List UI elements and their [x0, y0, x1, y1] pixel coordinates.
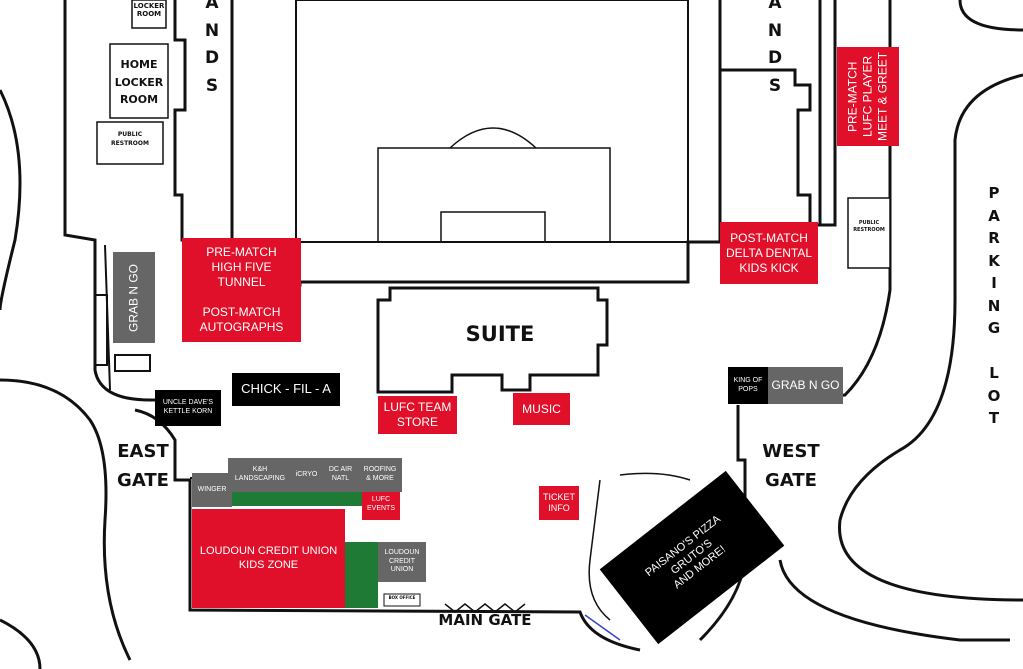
- pre-match-tunnel-box[interactable]: PRE-MATCH HIGH FIVE TUNNEL POST-MATCH AU…: [182, 238, 301, 342]
- post-match-kids-kick-box[interactable]: POST-MATCH DELTA DENTAL KIDS KICK: [720, 222, 818, 284]
- winger-box[interactable]: WINGER: [192, 473, 232, 507]
- green-strip-area: [232, 492, 362, 506]
- dc-air-box[interactable]: DC AIR NATL: [321, 458, 360, 492]
- suite-label: SUITE: [465, 322, 535, 346]
- left-small-rect: [94, 294, 108, 366]
- left-lower-boundary: [0, 378, 132, 661]
- king-of-pops-box[interactable]: KING OF POPS: [728, 367, 768, 404]
- goal-box: [440, 211, 546, 243]
- roofing-box[interactable]: ROOFING & MORE: [358, 458, 402, 492]
- kh-landscaping-box[interactable]: K&H LANDSCAPING: [228, 458, 292, 492]
- lufc-events-box[interactable]: LUFC EVENTS: [362, 490, 400, 520]
- concourse-south-edge: [134, 408, 641, 652]
- pitch-outline: [295, 0, 689, 243]
- team-store-box[interactable]: LUFC TEAM STORE: [378, 396, 457, 434]
- grab-n-go-right-box[interactable]: GRAB N GO: [768, 367, 843, 404]
- ticket-info-box[interactable]: TICKET INFO: [539, 486, 579, 520]
- icryo-box[interactable]: iCRYO: [290, 458, 323, 492]
- suite-outline: [376, 286, 609, 394]
- locker-room-top-label: LOCKER ROOM: [133, 2, 165, 19]
- music-box[interactable]: MUSIC: [513, 393, 570, 425]
- grab-n-go-left-label: GRAB N GO: [126, 263, 141, 332]
- public-restroom-left-label: PUBLIC RESTROOM: [111, 131, 149, 147]
- parking-lot-label: P A R K I N G L O T: [987, 184, 1001, 427]
- kettle-korn-box[interactable]: UNCLE DAVE'S KETTLE KORN: [155, 390, 221, 426]
- home-locker-room-box: [109, 43, 169, 119]
- locker-room-top-box: [131, 0, 167, 29]
- public-restroom-right-box: [847, 197, 891, 269]
- stands-right-label: A N D S: [767, 0, 783, 96]
- loudoun-credit-union-box[interactable]: LOUDOUN CREDIT UNION: [378, 542, 426, 582]
- stands-left-label: A N D S: [204, 0, 220, 96]
- east-gate-label: EAST GATE: [117, 441, 169, 491]
- penalty-arc: [449, 127, 537, 149]
- right-top-curve: [958, 0, 1023, 32]
- public-restroom-left-box: [96, 121, 164, 165]
- grab-n-go-left-box[interactable]: GRAB N GO: [113, 252, 155, 343]
- public-restroom-right-label: PUBLIC RESTROOM: [853, 220, 885, 233]
- main-gate-label: MAIN GATE: [438, 611, 532, 629]
- plaza-path-blue: [584, 614, 621, 641]
- main-gate-turnstiles: [444, 603, 526, 613]
- paisanos-label: PAISANO'S PIZZA GRUTO'S AND MORE!: [643, 513, 729, 592]
- box-office-box: [383, 593, 421, 607]
- meet-greet-box[interactable]: PRE-MATCH LUFC PLAYER MEET & GREET: [837, 47, 899, 146]
- west-gate-label: WEST GATE: [762, 441, 820, 491]
- right-lower-curve: [778, 559, 1010, 642]
- meet-greet-label: PRE-MATCH LUFC PLAYER MEET & GREET: [845, 51, 890, 142]
- left-boundary-curve: [0, 89, 22, 311]
- green-side-area: [345, 542, 378, 608]
- plaza-curve: [588, 472, 691, 621]
- left-bottom-curve: [0, 618, 42, 669]
- left-bench: [114, 354, 151, 372]
- home-locker-room-label: HOME LOCKER ROOM: [114, 58, 164, 107]
- right-building-wall: [769, 0, 892, 402]
- chick-fil-a-box[interactable]: CHICK - FIL - A: [232, 373, 340, 406]
- kids-zone-box[interactable]: LOUDOUN CREDIT UNION KIDS ZONE: [192, 509, 345, 608]
- box-office-label: BOX OFFICE: [388, 595, 416, 600]
- parking-lot-outline: [838, 73, 1023, 602]
- penalty-box: [377, 147, 611, 243]
